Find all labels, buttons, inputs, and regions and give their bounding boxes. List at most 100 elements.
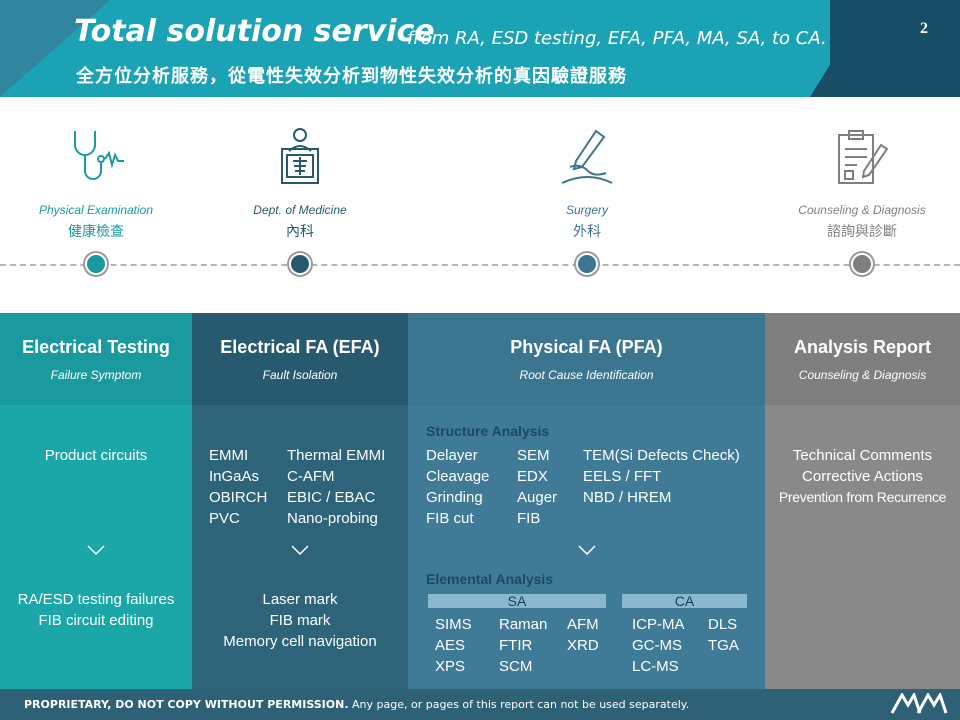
column-electrical-testing: Electrical Testing Failure Symptom Produ… [0, 313, 192, 689]
list-item: Grinding [426, 489, 483, 506]
scalpel-hand-icon [492, 127, 682, 189]
column-header: Electrical FA (EFA) Fault Isolation [192, 313, 408, 405]
list-item: SCM [499, 658, 533, 675]
page-subtitle-zh: 全方位分析服務，從電性失效分析到物性失效分析的真因驗證服務 [76, 66, 627, 87]
timeline-node-dept-medicine [289, 253, 311, 275]
list-item: Laser mark [262, 591, 338, 608]
column-body: Structure Analysis Delayer Cleavage Grin… [408, 405, 765, 689]
page-number: 2 [920, 20, 928, 37]
list-item: AFM [567, 616, 599, 633]
xray-doctor-icon [205, 127, 395, 189]
list-item: Corrective Actions [802, 468, 923, 485]
stage-counseling: Counseling & Diagnosis 諮詢與診斷 [767, 127, 957, 241]
timeline-node-counseling [851, 253, 873, 275]
header-decoration-left [0, 0, 110, 97]
structure-list-col2: SEM EDX Auger FIB [517, 445, 557, 529]
timeline-node-physical-examination [85, 253, 107, 275]
chevron-down-icon [578, 545, 596, 555]
column-body: EMMI InGaAs OBIRCH PVC Thermal EMMI C-AF… [192, 405, 408, 689]
list-item: LC-MS [632, 658, 679, 675]
list-item: XPS [435, 658, 466, 675]
list-item: SEM [517, 447, 550, 464]
list-item: EELS / FFT [583, 468, 662, 485]
structure-list-col3: TEM(Si Defects Check) EELS / FFT NBD / H… [583, 445, 740, 508]
stage-surgery: Surgery 外科 [492, 127, 682, 241]
chevron-down-icon [291, 545, 309, 555]
company-logo-icon [890, 693, 948, 714]
list-item: GC-MS [632, 637, 682, 654]
proprietary-notice-bold: PROPRIETARY, DO NOT COPY WITHOUT PERMISS… [24, 698, 349, 711]
list-item: FTIR [499, 637, 533, 654]
column-header: Physical FA (PFA) Root Cause Identificat… [408, 313, 765, 405]
proprietary-notice: PROPRIETARY, DO NOT COPY WITHOUT PERMISS… [24, 698, 689, 711]
list-item: Nano-probing [287, 510, 378, 527]
list-item: TEM(Si Defects Check) [583, 447, 740, 464]
list-item: Auger [517, 489, 558, 506]
stage-label-en: Physical Examination [38, 203, 154, 217]
stage-label-zh: 諮詢與診斷 [827, 224, 897, 240]
list-item: EBIC / EBAC [287, 489, 376, 506]
column-title: Analysis Report [793, 337, 932, 357]
list-item: FIB cut [426, 510, 474, 527]
column-body: Product circuits RA/ESD testing failures… [0, 405, 192, 689]
list-item: EDX [517, 468, 548, 485]
stage-label-en: Counseling & Diagnosis [798, 203, 926, 217]
sa-group-bar: SA [428, 594, 606, 608]
list-item: Prevention from Recurrence [778, 489, 947, 505]
sa-list-col3: AFM XRD [567, 614, 599, 656]
stage-physical-examination: Physical Examination 健康檢查 [1, 127, 191, 241]
page-subtitle-en: from RA, ESD testing, EFA, PFA, MA, SA, … [407, 28, 827, 49]
column-pfa: Physical FA (PFA) Root Cause Identificat… [408, 313, 765, 689]
structure-list-col1: Delayer Cleavage Grinding FIB cut [426, 445, 489, 529]
column-header: Electrical Testing Failure Symptom [0, 313, 192, 405]
list-item: TGA [708, 637, 739, 654]
list-item: EMMI [209, 447, 249, 464]
elemental-analysis-title: Elemental Analysis [426, 571, 554, 587]
proprietary-notice-text: Any page, or pages of this report can no… [348, 698, 690, 711]
stage-label-zh: 外科 [573, 224, 601, 240]
ca-list-col1: ICP-MA GC-MS LC-MS [632, 614, 685, 677]
ca-list-col2: DLS TGA [708, 614, 739, 656]
ca-group-bar: CA [622, 594, 747, 608]
list-item: FIB mark [269, 612, 331, 629]
list-item: FIB circuit editing [38, 612, 154, 629]
stage-label-zh: 內科 [286, 224, 314, 240]
list-item: Technical Comments [792, 447, 933, 464]
stage-label-zh: 健康檢查 [68, 224, 124, 240]
technique-list-right: Thermal EMMI C-AFM EBIC / EBAC Nano-prob… [287, 445, 385, 529]
list-item: Raman [499, 616, 548, 633]
timeline-node-surgery [576, 253, 598, 275]
list-item: NBD / HREM [583, 489, 672, 506]
list-item: Thermal EMMI [287, 447, 386, 464]
list-item: Delayer [426, 447, 478, 464]
column-subtitle: Failure Symptom [50, 368, 142, 382]
list-item: PVC [209, 510, 240, 527]
list-item: SIMS [435, 616, 472, 633]
sa-list-col2: Raman FTIR SCM [499, 614, 547, 677]
column-title: Electrical Testing [22, 337, 170, 357]
list-item: RA/ESD testing failures [17, 591, 175, 608]
list-item: C-AFM [287, 468, 335, 485]
stage-label-en: Dept. of Medicine [253, 203, 347, 217]
stage-dept-medicine: Dept. of Medicine 內科 [205, 127, 395, 241]
list-item: FIB [517, 510, 541, 527]
column-analysis-report: Analysis Report Counseling & Diagnosis T… [765, 313, 960, 689]
column-subtitle: Root Cause Identification [519, 368, 654, 382]
timeline-dashed-line [0, 264, 960, 266]
list-item: AES [435, 637, 466, 654]
column-body: Technical Comments Corrective Actions Pr… [765, 405, 960, 689]
header-decoration-right [830, 0, 960, 97]
chevron-down-icon [87, 545, 105, 555]
list-item: InGaAs [209, 468, 260, 485]
list-item: XRD [567, 637, 599, 654]
column-subtitle: Fault Isolation [262, 368, 338, 382]
structure-analysis-title: Structure Analysis [426, 423, 550, 439]
stage-strip: Physical Examination 健康檢查 Dept. of Medic… [0, 97, 960, 313]
column-title: Physical FA (PFA) [510, 337, 663, 357]
sa-list-col1: SIMS AES XPS [435, 614, 472, 677]
column-subtitle: Counseling & Diagnosis [798, 368, 927, 382]
column-header: Analysis Report Counseling & Diagnosis [765, 313, 960, 405]
page-title: Total solution service [74, 14, 435, 49]
clipboard-pen-icon [767, 127, 957, 189]
footer-bar: PROPRIETARY, DO NOT COPY WITHOUT PERMISS… [0, 689, 960, 720]
